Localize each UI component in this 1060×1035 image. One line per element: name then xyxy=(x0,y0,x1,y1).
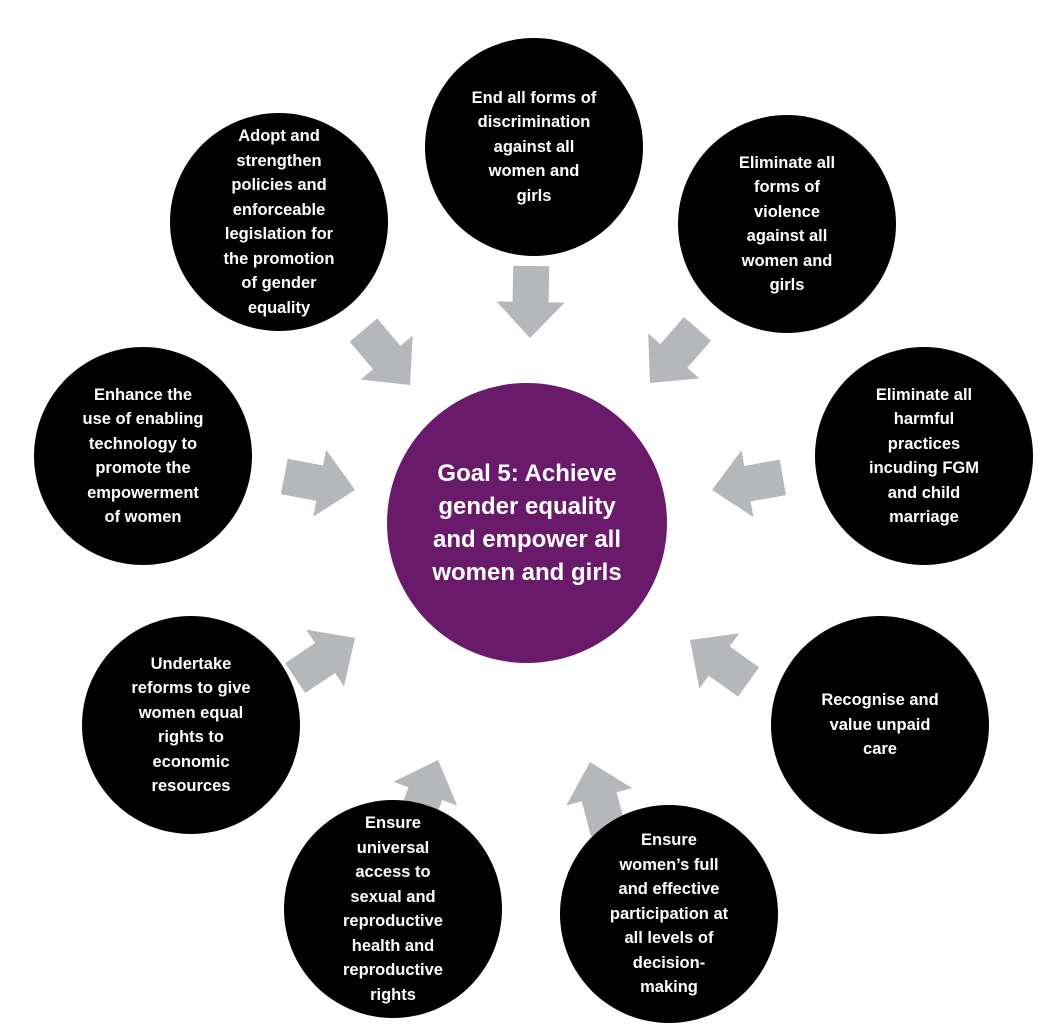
target-label-economic-resources: Undertake reforms to give women equal ri… xyxy=(131,654,251,796)
target-node-technology: Enhance the use of enabling technology t… xyxy=(34,347,252,565)
target-node-harmful-practices: Eliminate all harmful practices incuding… xyxy=(815,347,1033,565)
arrow-legislation xyxy=(349,318,413,385)
arrow-violence xyxy=(648,317,711,383)
goal-center-label: Goal 5: Achieve gender equality and empo… xyxy=(432,460,622,586)
arrow-technology xyxy=(280,449,355,517)
target-label-reproductive-health: Ensure universal access to sexual and re… xyxy=(343,814,443,1004)
target-label-legislation: Adopt and strengthen policies and enforc… xyxy=(223,127,335,317)
target-node-discrimination: End all forms of discrimination against … xyxy=(425,38,643,256)
arrow-unpaid-care xyxy=(690,633,759,697)
arrow-harmful-practices xyxy=(712,450,786,518)
target-node-economic-resources: Undertake reforms to give women equal ri… xyxy=(82,616,300,834)
target-node-violence: Eliminate all forms of violence against … xyxy=(678,115,896,333)
target-label-violence: Eliminate all forms of violence against … xyxy=(738,153,836,295)
goal-center-circle: Goal 5: Achieve gender equality and empo… xyxy=(387,383,667,663)
target-node-participation: Ensure women’s full and effective partic… xyxy=(560,805,778,1023)
arrow-discrimination xyxy=(496,265,565,338)
arrow-economic-resources xyxy=(285,629,355,693)
target-node-unpaid-care: Recognise and value unpaid care xyxy=(771,616,989,834)
target-label-unpaid-care: Recognise and value unpaid care xyxy=(821,691,939,759)
target-label-discrimination: End all forms of discrimination against … xyxy=(471,88,597,205)
target-label-participation: Ensure women’s full and effective partic… xyxy=(609,831,729,997)
target-label-harmful-practices: Eliminate all harmful practices incuding… xyxy=(869,385,979,527)
target-node-legislation: Adopt and strengthen policies and enforc… xyxy=(170,113,388,331)
target-node-reproductive-health: Ensure universal access to sexual and re… xyxy=(284,800,502,1018)
target-label-technology: Enhance the use of enabling technology t… xyxy=(82,385,204,527)
